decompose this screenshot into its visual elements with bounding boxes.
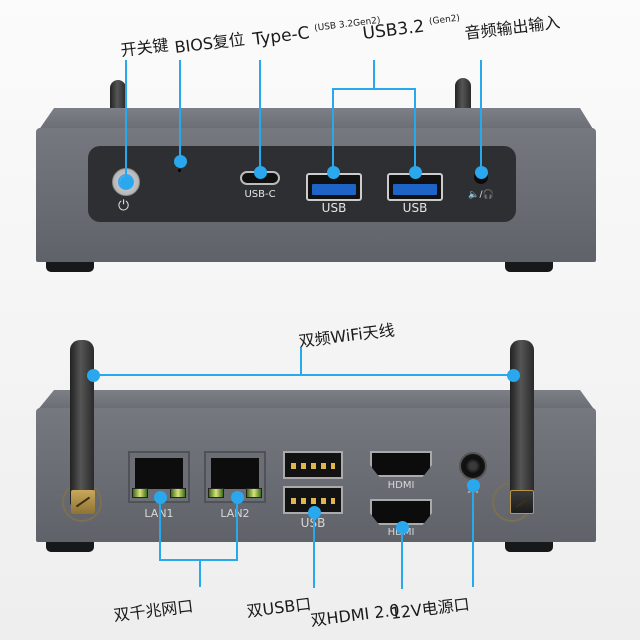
callout-line-dc	[472, 485, 474, 587]
foot-rear-left	[46, 542, 94, 552]
usb-tongue	[393, 184, 437, 195]
rj45-socket	[211, 458, 259, 489]
lan-led-right	[246, 488, 262, 498]
callout-dot-wifi-left	[87, 369, 100, 382]
callout-dot-hdmi	[396, 521, 409, 534]
lan2-label: LAN2	[220, 507, 250, 520]
foot-right	[505, 262, 553, 272]
callout-line-usb32	[373, 60, 375, 88]
callout-dot-wifi-right	[507, 369, 520, 382]
callout-line-usb	[313, 512, 315, 588]
wifi-antenna-right	[510, 340, 534, 505]
label-dual-hdmi: 双HDMI 2.0	[309, 600, 401, 631]
antenna-rear-left	[110, 80, 126, 112]
usb-pins	[291, 498, 335, 504]
callout-line-power	[125, 60, 127, 182]
callout-line-lan1	[159, 497, 161, 561]
callout-dot-power	[120, 176, 133, 189]
callout-bracket-usb32	[332, 88, 416, 90]
antenna-rear-right	[455, 78, 471, 112]
usb-a-label-1: USB	[321, 201, 347, 215]
callout-line-usb2	[414, 88, 416, 172]
hdmi-port-2[interactable]	[370, 499, 432, 525]
label-12v-power: 12V电源口	[389, 594, 471, 624]
lan-led-right	[170, 488, 186, 498]
callout-dot-typec	[254, 166, 267, 179]
usb-pins	[291, 463, 335, 469]
callout-dot-usb2	[409, 166, 422, 179]
label-usb32-sub: (Gen2)	[428, 13, 461, 28]
antenna-bracket-left	[71, 490, 95, 514]
speaker-headset-icon: 🔈/🎧	[468, 190, 494, 200]
callout-line-usb1	[332, 88, 334, 172]
callout-dot-bios	[174, 155, 187, 168]
label-wifi-antenna: 双频WiFi天线	[297, 320, 396, 352]
chassis-top-rear	[36, 390, 596, 412]
label-dual-lan: 双千兆网口	[112, 596, 195, 626]
lan-led-left	[208, 488, 224, 498]
lan-led-left	[132, 488, 148, 498]
callout-line-wifi	[300, 348, 302, 376]
usb-c-label: USB-C	[244, 189, 276, 200]
callout-line-lan	[199, 559, 201, 587]
label-typec-main: Type-C	[251, 23, 311, 50]
bios-reset-hole[interactable]	[178, 169, 181, 172]
foot-left	[46, 262, 94, 272]
foot-rear-right	[505, 542, 553, 552]
callout-line-lan2	[236, 497, 238, 561]
io-panel	[88, 146, 516, 222]
usb-tongue	[312, 184, 356, 195]
label-dual-usb: 双USB口	[245, 594, 313, 622]
label-power-button: 开关键	[119, 35, 170, 61]
callout-line-typec	[259, 60, 261, 172]
callout-line-audio	[480, 60, 482, 172]
callout-line-hdmi	[401, 527, 403, 589]
antenna-bracket-right	[510, 490, 534, 514]
usb-a-port-1[interactable]	[306, 173, 362, 201]
label-audio: 音频输出输入	[463, 12, 562, 44]
lan1-label: LAN1	[128, 507, 190, 520]
hdmi-port-1[interactable]	[370, 451, 432, 477]
usb-port-upper[interactable]	[283, 451, 343, 479]
callout-dot-lan1	[154, 491, 167, 504]
wifi-antenna-left	[70, 340, 94, 505]
callout-bracket-lan	[159, 559, 238, 561]
callout-dot-lan2	[231, 491, 244, 504]
usb-rear-label: USB	[283, 516, 343, 530]
callout-line-bios	[179, 60, 181, 160]
callout-dot-usb	[308, 506, 321, 519]
callout-bracket-wifi	[92, 374, 514, 376]
callout-dot-audio	[475, 166, 488, 179]
hdmi1-label: HDMI	[387, 480, 415, 491]
power-icon: ⏻	[118, 198, 130, 214]
label-bios-reset: BIOS复位	[173, 29, 246, 58]
dc-power-jack[interactable]	[459, 452, 487, 480]
usb-a-label-2: USB	[402, 201, 428, 215]
callout-dot-usb1	[327, 166, 340, 179]
callout-dot-dc	[467, 479, 480, 492]
rj45-socket	[135, 458, 183, 489]
